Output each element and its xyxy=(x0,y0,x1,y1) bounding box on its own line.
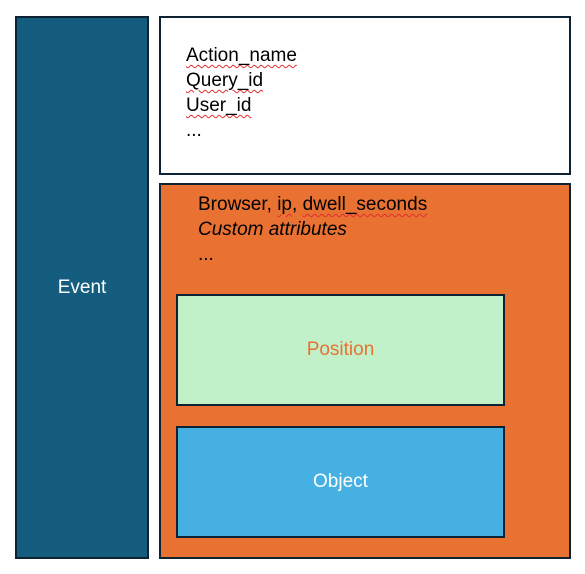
object-box: Object xyxy=(176,426,505,538)
context-attributes: Browser, ip, dwell_seconds xyxy=(198,192,427,217)
position-label: Position xyxy=(306,339,375,360)
position-box: Position xyxy=(176,294,505,406)
spell-flagged-word: dwell_seconds xyxy=(302,194,428,215)
field-user-id: User_id xyxy=(186,95,252,116)
event-box: Event xyxy=(15,16,149,559)
event-label: Event xyxy=(57,276,107,298)
fields-box: Action_name Query_id User_id ... xyxy=(159,16,571,175)
field-query-id: Query_id xyxy=(186,70,264,91)
spell-flagged-word: ip xyxy=(277,194,292,215)
custom-attributes: Custom attributes xyxy=(198,219,347,240)
field-ellipsis: ... xyxy=(186,120,202,141)
context-list: Browser, ip, dwell_seconds Custom attrib… xyxy=(198,192,427,267)
context-ellipsis: ... xyxy=(198,244,214,265)
context-attributes-text: Browser, ip, dwell_seconds xyxy=(198,194,428,215)
field-list: Action_name Query_id User_id ... xyxy=(186,43,297,143)
field-action-name: Action_name xyxy=(186,45,297,66)
object-label: Object xyxy=(313,471,368,492)
